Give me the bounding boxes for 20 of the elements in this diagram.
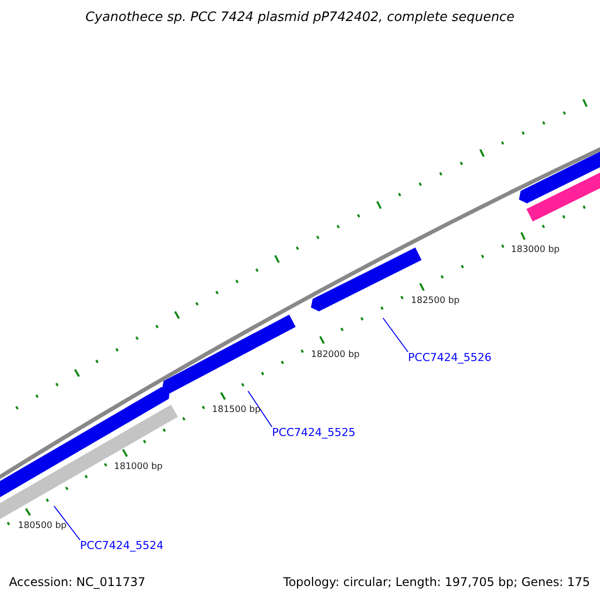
position-label: 181000 bp	[114, 462, 163, 472]
sequence-summary: Topology: circular; Length: 197,705 bp; Genes: 175	[283, 575, 590, 589]
position-label: 182500 bp	[411, 296, 460, 306]
accession-text: Accession: NC_011737	[9, 575, 146, 589]
gene-label: PCC7424_5525	[272, 426, 356, 439]
position-label: 183000 bp	[511, 245, 560, 255]
gene-arrow	[526, 172, 600, 222]
title: Cyanothece sp. PCC 7424 plasmid pP742402, complete sequence	[84, 10, 516, 25]
leader-line	[248, 390, 272, 428]
gene-arrow	[518, 150, 600, 204]
leader-line	[54, 506, 80, 540]
position-label: 182000 bp	[311, 350, 360, 360]
leader-line	[382, 318, 408, 352]
gene-label: PCC7424_5526	[408, 351, 492, 364]
position-label: 181500 bp	[212, 405, 261, 415]
gene-arrow	[0, 404, 178, 520]
gene-label: PCC7424_5524	[80, 539, 164, 552]
gene-arrow	[162, 314, 296, 394]
gene-arrow	[0, 386, 170, 498]
position-label: 180500 bp	[18, 521, 67, 531]
